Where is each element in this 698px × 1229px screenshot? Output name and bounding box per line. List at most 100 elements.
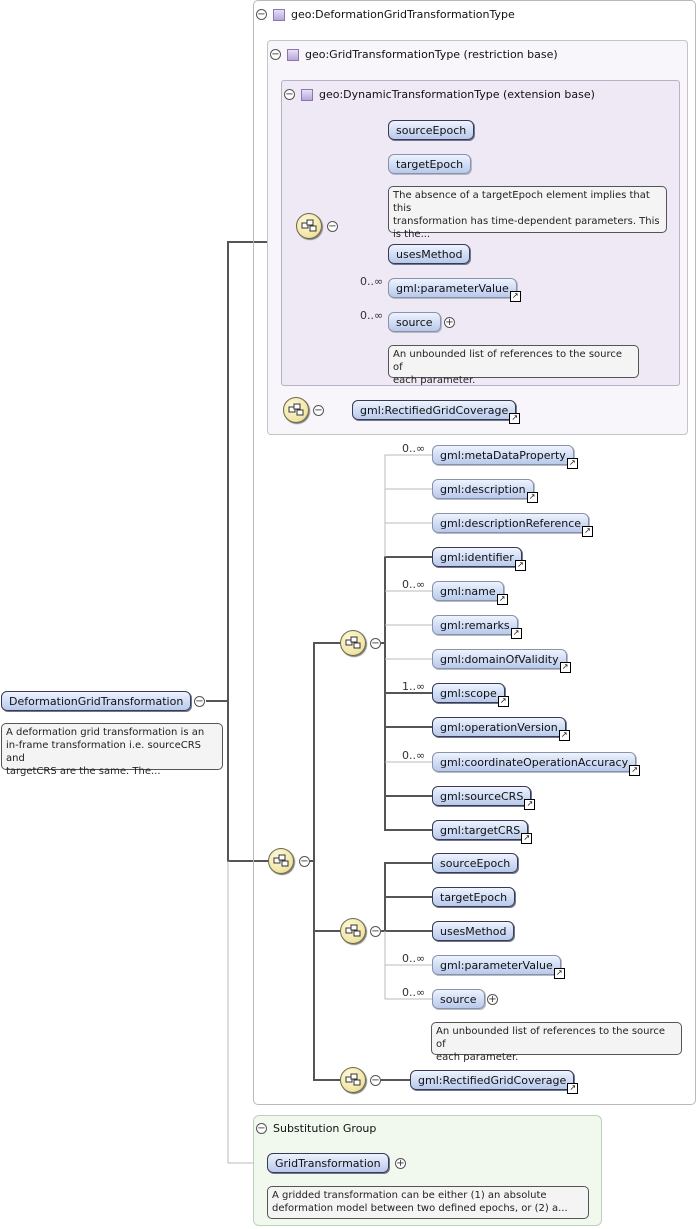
reference-arrow-icon: ↗ — [521, 833, 533, 844]
element-gml-scope[interactable]: gml:scope↗ — [432, 683, 509, 707]
collapse-sequence-icon[interactable]: − — [299, 855, 310, 867]
element-label: gml:targetCRS — [440, 823, 521, 837]
collapse-substitution-icon[interactable]: − — [256, 1122, 267, 1134]
element-label: GridTransformation — [275, 1156, 381, 1170]
element-gml-remarks[interactable]: gml:remarks↗ — [432, 615, 522, 639]
element-gml-parameterValue[interactable]: gml:parameterValue↗ — [432, 955, 565, 979]
expand-source-icon[interactable]: + — [444, 316, 455, 328]
element-gridTransformation[interactable]: GridTransformation — [267, 1153, 389, 1173]
sequence-compositor-icon[interactable] — [340, 918, 366, 944]
element-label: gml:RectifiedGridCoverage — [360, 403, 509, 417]
collapse-sequence-icon[interactable]: − — [370, 637, 381, 649]
element-label: gml:coordinateOperationAccuracy — [440, 755, 629, 769]
cardinality: 0..∞ — [402, 952, 426, 965]
element-label: source — [396, 315, 433, 329]
collapse-sequence-icon[interactable]: − — [370, 925, 381, 937]
element-label: sourceEpoch — [396, 123, 467, 137]
doc-line: A deformation grid transformation is an — [6, 727, 205, 738]
element-label: source — [440, 992, 477, 1006]
element-usesMethod[interactable]: usesMethod — [432, 921, 515, 941]
cardinality: 0..∞ — [402, 578, 426, 591]
cardinality: 0..∞ — [402, 749, 426, 762]
element-gml-operationVersion[interactable]: gml:operationVersion↗ — [432, 717, 570, 741]
element-label: gml:description — [440, 482, 526, 496]
reference-arrow-icon: ↗ — [524, 799, 536, 810]
sequence-compositor-icon[interactable] — [268, 848, 294, 874]
element-gml-parameterValue[interactable]: gml:parameterValue↗ — [388, 278, 521, 302]
collapse-root-icon[interactable]: − — [194, 695, 205, 707]
cardinality: 0..∞ — [402, 986, 426, 999]
collapse-restriction-icon[interactable]: − — [270, 48, 281, 60]
element-source[interactable]: source — [432, 989, 485, 1009]
source-documentation: An unbounded list of references to the s… — [388, 345, 639, 386]
element-gml-sourceCRS[interactable]: gml:sourceCRS↗ — [432, 786, 536, 810]
extension-box — [281, 80, 680, 386]
outer-type-title: geo:DeformationGridTransformationType — [291, 8, 515, 21]
element-label: DeformationGridTransformation — [9, 694, 184, 708]
reference-arrow-icon: ↗ — [510, 628, 522, 639]
element-label: gml:domainOfValidity — [440, 652, 559, 666]
element-gml-description[interactable]: gml:description↗ — [432, 479, 538, 503]
choice-compositor-icon[interactable] — [340, 1067, 366, 1093]
element-sourceEpoch[interactable]: sourceEpoch — [432, 853, 519, 873]
collapse-sequence-icon[interactable]: − — [327, 220, 338, 232]
deformation-grid-transformation-type-box — [253, 0, 696, 1105]
element-gml-RectifiedGridCoverage[interactable]: gml:RectifiedGridCoverage↗ — [410, 1070, 579, 1094]
complex-type-icon — [273, 8, 285, 21]
reference-arrow-icon: ↗ — [629, 765, 641, 776]
element-label: gml:operationVersion — [440, 720, 558, 734]
cardinality: 1..∞ — [402, 680, 426, 693]
root-documentation: A deformation grid transformation is an … — [1, 723, 223, 777]
collapse-outer-icon[interactable]: − — [256, 8, 267, 20]
element-label: gml:descriptionReference — [440, 516, 582, 530]
cardinality: 0..∞ — [402, 442, 426, 455]
element-label: sourceEpoch — [440, 856, 511, 870]
element-gml-descriptionReference[interactable]: gml:descriptionReference↗ — [432, 513, 594, 537]
doc-line: An unbounded list of references to the s… — [436, 1026, 666, 1050]
reference-arrow-icon: ↗ — [559, 662, 571, 673]
doc-line: each parameter. — [436, 1052, 519, 1063]
element-targetEpoch[interactable]: targetEpoch — [388, 154, 472, 174]
choice-compositor-icon[interactable] — [283, 397, 309, 423]
doc-line: The absence of a targetEpoch element imp… — [393, 190, 650, 214]
element-gml-RectifiedGridCoverage[interactable]: gml:RectifiedGridCoverage↗ — [352, 400, 521, 424]
restriction-title: geo:GridTransformationType (restriction … — [305, 48, 558, 61]
element-label: usesMethod — [440, 924, 507, 938]
element-label: targetEpoch — [440, 890, 508, 904]
doc-line: targetCRS are the same. The... — [6, 766, 161, 777]
complex-type-icon — [301, 88, 313, 101]
collapse-extension-icon[interactable]: − — [284, 88, 295, 100]
doc-line: is the... — [393, 229, 431, 240]
doc-line: deformation model between two defined ep… — [272, 1203, 568, 1214]
element-source[interactable]: source — [388, 312, 441, 332]
sequence-compositor-icon[interactable] — [296, 213, 322, 239]
element-label: targetEpoch — [396, 157, 464, 171]
element-gml-coordinateOperationAccuracy[interactable]: gml:coordinateOperationAccuracy↗ — [432, 752, 641, 776]
reference-arrow-icon: ↗ — [553, 968, 565, 979]
cardinality: 0..∞ — [360, 309, 384, 322]
element-usesMethod[interactable]: usesMethod — [388, 244, 471, 264]
element-gml-domainOfValidity[interactable]: gml:domainOfValidity↗ — [432, 649, 571, 673]
doc-line: transformation has time-dependent parame… — [393, 216, 660, 227]
reference-arrow-icon: ↗ — [582, 526, 594, 537]
outer-type-header: − geo:DeformationGridTransformationType — [256, 8, 515, 21]
element-gml-metaDataProperty[interactable]: gml:metaDataProperty↗ — [432, 445, 578, 469]
element-gml-targetCRS[interactable]: gml:targetCRS↗ — [432, 820, 533, 844]
cardinality: 0..∞ — [360, 275, 384, 288]
element-gml-identifier[interactable]: gml:identifier↗ — [432, 547, 526, 571]
element-label: gml:remarks — [440, 618, 510, 632]
doc-line: A gridded transformation can be either (… — [272, 1190, 547, 1201]
element-label: gml:scope — [440, 686, 497, 700]
element-sourceEpoch[interactable]: sourceEpoch — [388, 120, 475, 140]
expand-gridTransformation-icon[interactable]: + — [395, 1157, 406, 1169]
root-element-deformationGridTransformation[interactable]: DeformationGridTransformation — [1, 691, 192, 711]
element-gml-name[interactable]: gml:name↗ — [432, 581, 508, 605]
extension-header: − geo:DynamicTransformationType (extensi… — [284, 88, 595, 101]
expand-source-icon[interactable]: + — [487, 993, 498, 1005]
collapse-compositor-icon[interactable]: − — [370, 1074, 381, 1086]
element-targetEpoch[interactable]: targetEpoch — [432, 887, 516, 907]
collapse-compositor-icon[interactable]: − — [313, 404, 324, 416]
sequence-compositor-icon[interactable] — [340, 630, 366, 656]
doc-line: each parameter. — [393, 375, 476, 386]
reference-arrow-icon: ↗ — [558, 730, 570, 741]
